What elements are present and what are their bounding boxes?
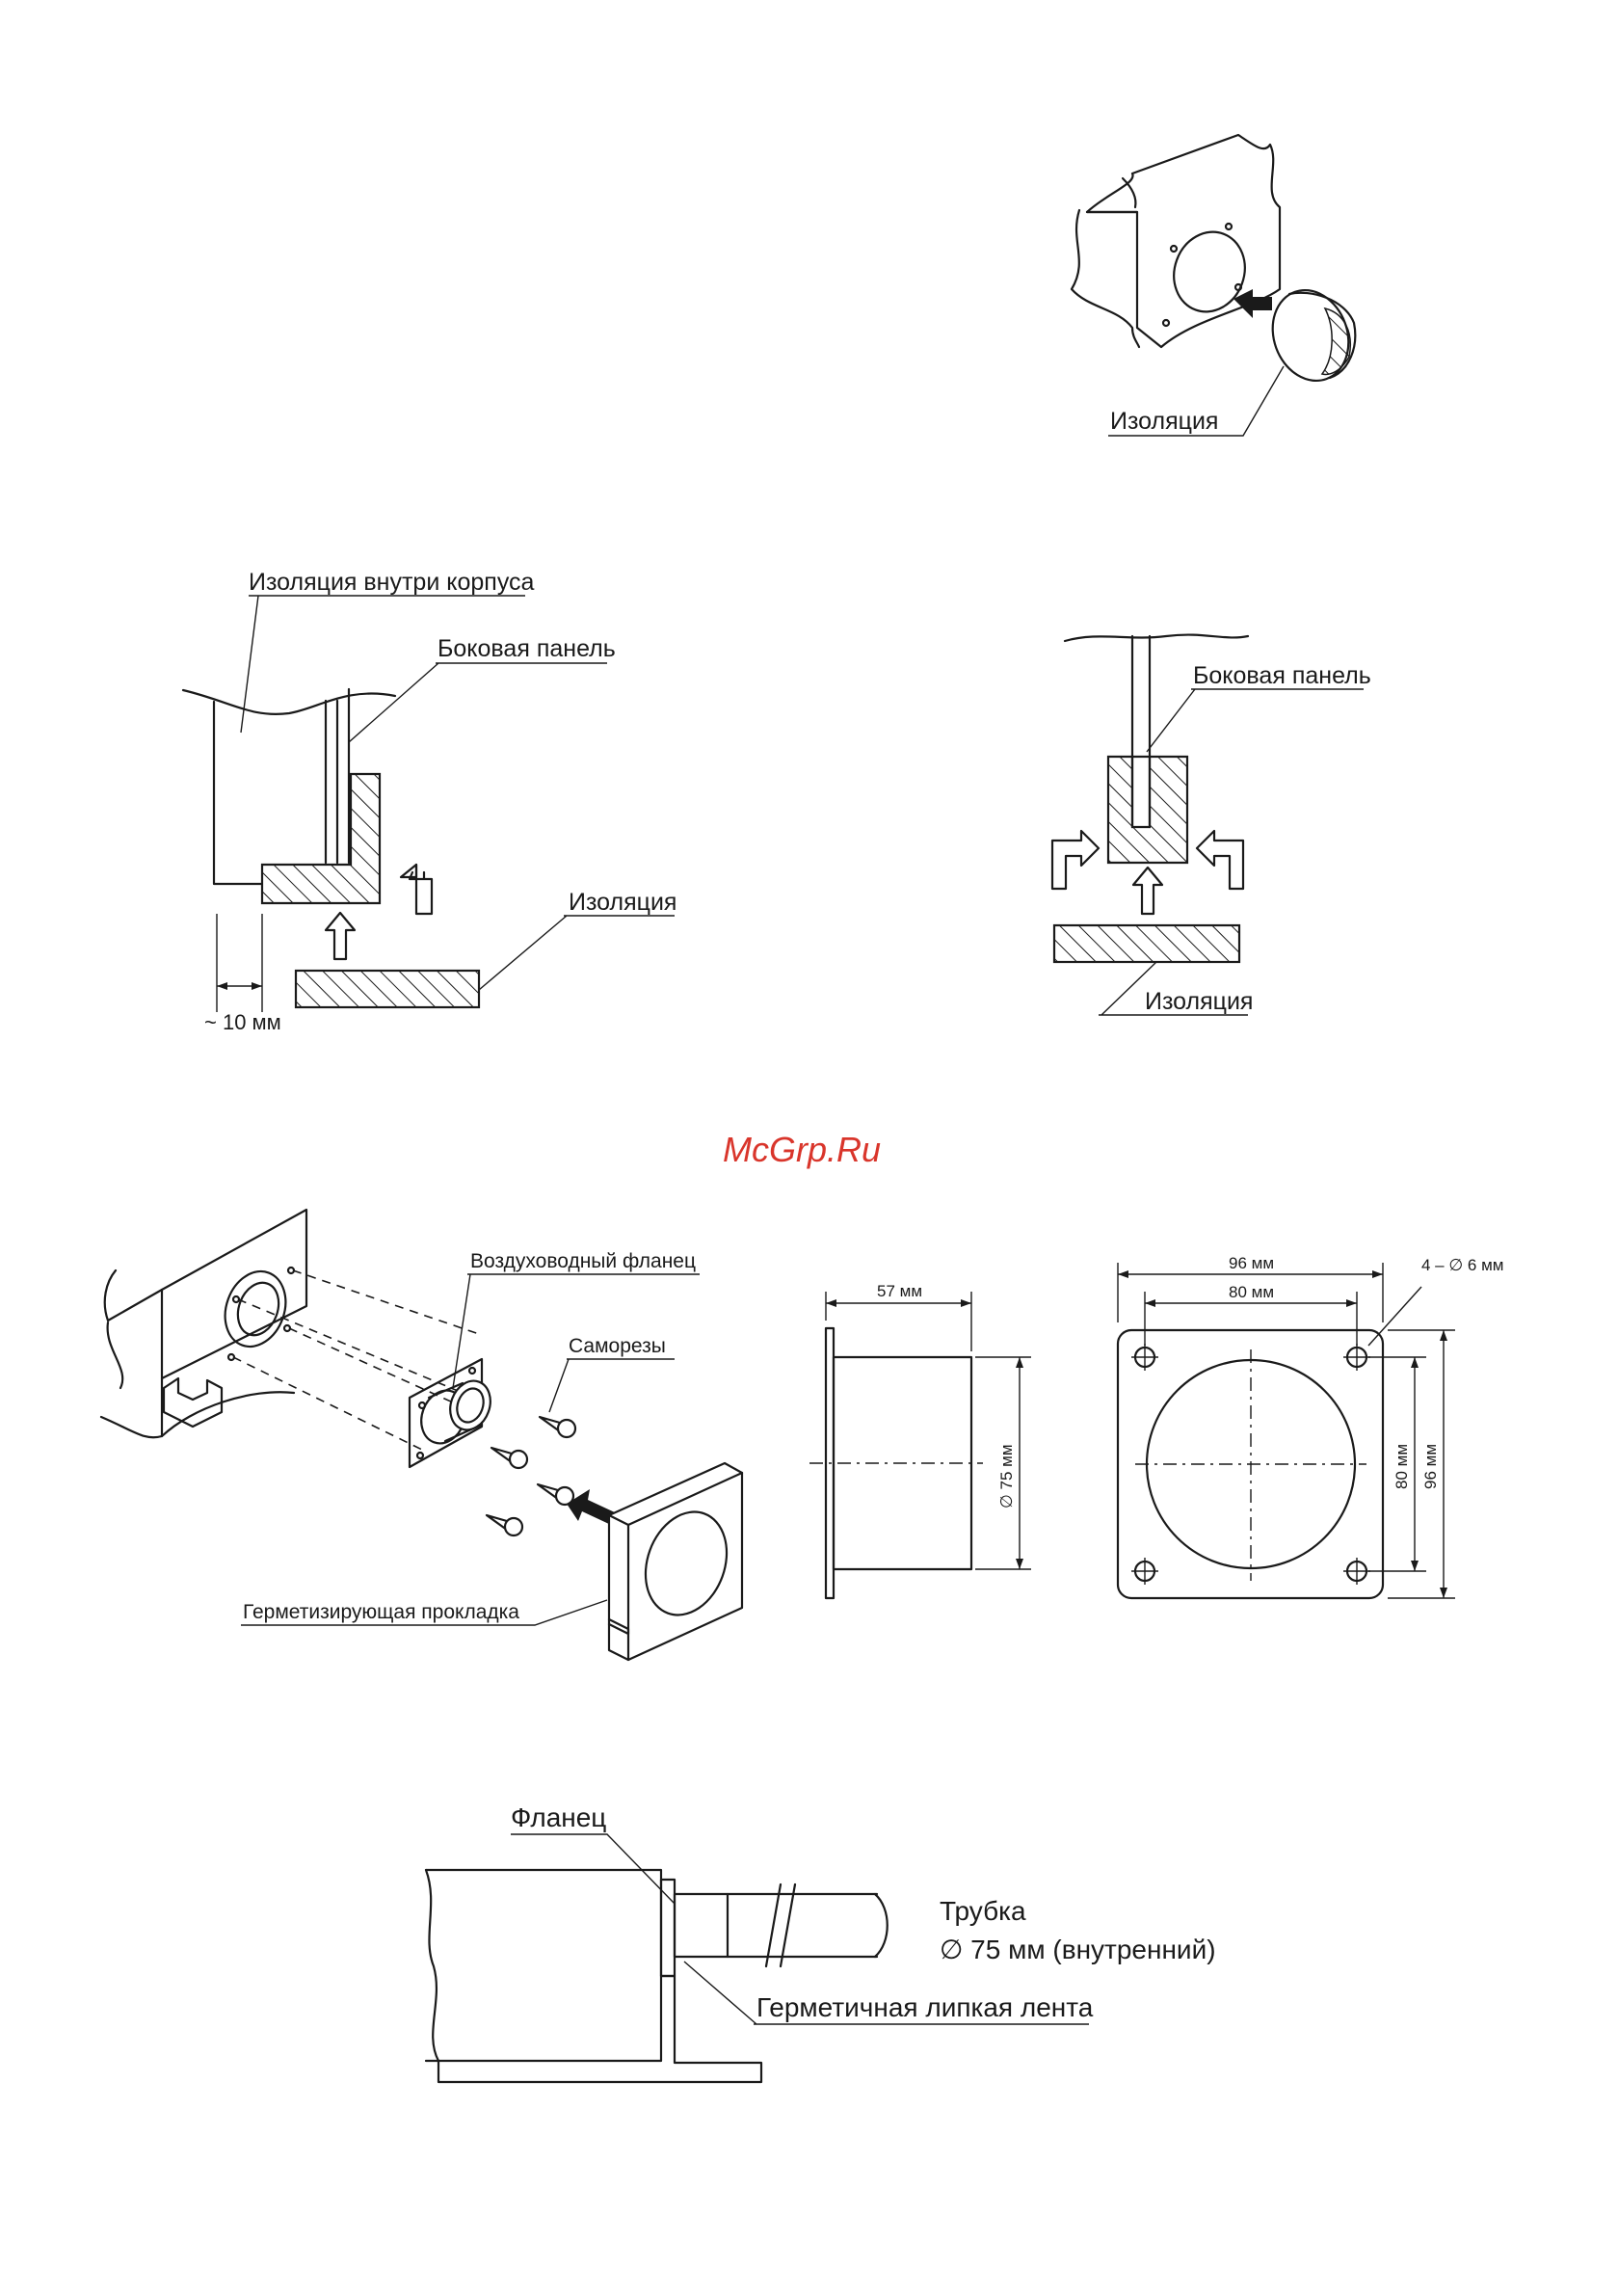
- label-outer-width: 96 мм: [1229, 1254, 1274, 1272]
- duct-opening-outer: [215, 1263, 296, 1355]
- flange-hole: [417, 1453, 423, 1458]
- figure-duct-connection: Фланец Трубка ∅ 75 мм (внутренний) Герме…: [426, 1802, 1216, 2082]
- label-side-panel: Боковая панель: [1193, 662, 1371, 689]
- flange-plate: [661, 1880, 675, 1976]
- flange-collar: [675, 1894, 728, 1957]
- insulation-strip: [296, 971, 479, 1007]
- pipe-break-marks: [766, 1884, 795, 1966]
- label-inner-height: 80 мм: [1393, 1444, 1411, 1489]
- center-lines: [1135, 1349, 1366, 1581]
- label-gap: ~ 10 мм: [204, 1010, 281, 1034]
- label-duct-flange: Воздуховодный фланец: [470, 1250, 696, 1272]
- unit-bottom: [101, 1392, 294, 1437]
- label-gasket: Герметизирующая прокладка: [243, 1601, 519, 1623]
- insulation-u-shape: [1108, 757, 1187, 863]
- arrow-up-outline-icon: [410, 865, 432, 914]
- gasket-slot: [164, 1378, 222, 1427]
- dimension-lines: [217, 914, 262, 1012]
- screw-hole: [1235, 284, 1241, 290]
- unit-base: [438, 1976, 761, 2082]
- figure-flange-assembly: Воздуховодный фланец Саморезы Герметизир…: [101, 1210, 742, 1660]
- alignment-lines: [233, 1270, 482, 1451]
- figure-side-panel-left: ~ 10 мм Изоляция внутри корпуса Боковая …: [183, 569, 676, 1034]
- label-holes: 4 – ∅ 6 мм: [1421, 1256, 1503, 1274]
- flange-hole: [469, 1368, 475, 1374]
- break-line: [1065, 635, 1248, 641]
- label-outer-height: 96 мм: [1421, 1444, 1440, 1489]
- label-pipe: Трубка: [940, 1896, 1026, 1926]
- flange-collar-front: [443, 1375, 496, 1436]
- unit-break-line: [426, 1870, 438, 2061]
- arrow-head: [401, 865, 416, 877]
- label-tape: Герметичная липкая лента: [756, 1992, 1094, 2022]
- panel-walls: [326, 689, 349, 863]
- label-screws: Саморезы: [569, 1335, 666, 1357]
- label-insulation: Изоляция: [1145, 988, 1253, 1015]
- watermark: McGrp.Ru: [723, 1130, 881, 1169]
- label-insulation: Изоляция: [1110, 408, 1218, 435]
- figure-insulation-ring: Изоляция: [1072, 135, 1361, 436]
- leader-screws: [549, 1359, 675, 1412]
- screw-icon: [487, 1515, 522, 1535]
- label-insulation-inside: Изоляция внутри корпуса: [249, 569, 535, 596]
- label-inner-width: 80 мм: [1229, 1283, 1274, 1301]
- leader-panel: [349, 663, 607, 742]
- arrow-up-icon: [326, 913, 355, 959]
- arrow-up-icon: [1133, 868, 1162, 914]
- dim-57: [826, 1292, 971, 1351]
- leader-panel: [1147, 689, 1364, 752]
- screw-icon: [540, 1417, 575, 1437]
- screw-icon: [538, 1484, 573, 1505]
- unit-side: [105, 1270, 162, 1388]
- leader-holes: [1368, 1287, 1421, 1346]
- arrow-left-icon: [1197, 831, 1243, 889]
- panel-walls: [1132, 636, 1150, 827]
- label-diameter: ∅ 75 мм: [997, 1444, 1016, 1508]
- insulation-strip: [1054, 925, 1239, 962]
- pipe-walls: [728, 1894, 877, 1957]
- label-flange: Фланец: [511, 1802, 606, 1832]
- pipe-end: [875, 1894, 888, 1957]
- screw-icon: [491, 1448, 527, 1468]
- label-pipe-diameter: ∅ 75 мм (внутренний): [940, 1935, 1216, 1964]
- unit-body: [426, 1870, 661, 2061]
- insert-arrow-icon: [1233, 289, 1272, 318]
- panel-side: [1072, 210, 1139, 347]
- figure-side-panel-right: Боковая панель Изоляция: [1052, 635, 1371, 1015]
- screw-hole: [1226, 224, 1232, 229]
- label-insulation: Изоляция: [569, 889, 676, 916]
- leader-insulation: [479, 916, 675, 990]
- figure-flange-front: 96 мм 80 мм 80 мм 96 мм 4 – ∅ 6 мм: [1118, 1254, 1503, 1598]
- screw-hole: [1163, 320, 1169, 326]
- arrow-right-icon: [1052, 831, 1099, 889]
- insulation-l-shape: [262, 774, 380, 903]
- label-side-panel: Боковая панель: [438, 635, 616, 662]
- figure-flange-side: 57 мм ∅ 75 мм: [809, 1282, 1031, 1598]
- leader-flange: [453, 1274, 700, 1388]
- body-outline: [214, 702, 262, 884]
- screw-hole: [1171, 246, 1177, 252]
- label-length: 57 мм: [877, 1282, 922, 1300]
